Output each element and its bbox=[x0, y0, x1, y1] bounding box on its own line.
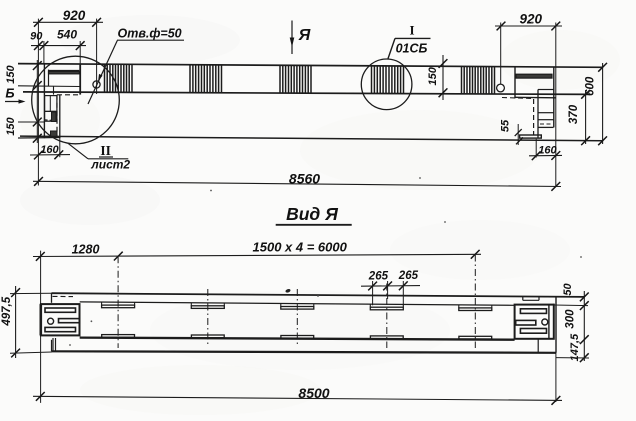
svg-text:150: 150 bbox=[5, 65, 17, 84]
svg-text:920: 920 bbox=[63, 8, 86, 23]
svg-text:370: 370 bbox=[568, 104, 580, 124]
svg-text:265: 265 bbox=[398, 270, 419, 282]
svg-text:Я: Я bbox=[298, 27, 311, 44]
svg-text:50: 50 bbox=[562, 283, 574, 296]
svg-text:160: 160 bbox=[40, 144, 59, 156]
svg-text:Б: Б bbox=[5, 86, 14, 101]
svg-text:265: 265 bbox=[368, 271, 389, 283]
svg-text:I: I bbox=[409, 23, 414, 38]
svg-text:300: 300 bbox=[565, 309, 577, 329]
svg-text:1500 x 4 = 6000: 1500 x 4 = 6000 bbox=[253, 240, 348, 255]
svg-text:160: 160 bbox=[538, 145, 557, 157]
svg-text:55: 55 bbox=[500, 119, 512, 132]
svg-text:Вид Я: Вид Я bbox=[286, 204, 339, 224]
svg-text:600: 600 bbox=[585, 76, 597, 96]
svg-text:лист2: лист2 bbox=[90, 158, 130, 172]
svg-text:01СБ: 01СБ bbox=[396, 42, 428, 56]
svg-text:920: 920 bbox=[520, 12, 543, 27]
svg-text:1280: 1280 bbox=[72, 243, 100, 257]
svg-text:147,5: 147,5 bbox=[569, 333, 581, 361]
svg-text:497,5: 497,5 bbox=[1, 296, 13, 326]
svg-text:540: 540 bbox=[57, 28, 77, 42]
svg-text:150: 150 bbox=[5, 116, 17, 135]
svg-text:150: 150 bbox=[427, 66, 439, 85]
svg-text:90: 90 bbox=[30, 31, 43, 43]
svg-text:8500: 8500 bbox=[298, 385, 329, 401]
svg-text:Отв.ф=50: Отв.ф=50 bbox=[118, 27, 182, 41]
svg-text:8560: 8560 bbox=[289, 171, 320, 187]
svg-text:II: II bbox=[100, 143, 111, 158]
